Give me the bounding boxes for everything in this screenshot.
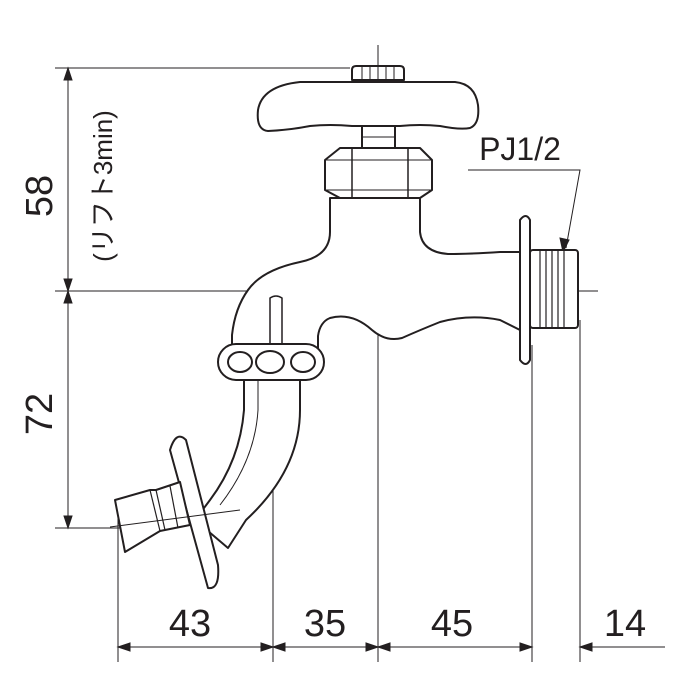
arrow-35-right — [365, 642, 380, 652]
thread-leader — [468, 169, 581, 254]
arrow-35-left — [271, 642, 286, 652]
dim-label-43: 43 — [169, 603, 211, 645]
hose-fitting — [114, 481, 191, 553]
fitting-centerline — [109, 509, 241, 528]
band-hole-right — [290, 351, 316, 373]
arrow-45-left — [376, 642, 391, 652]
faucet-main-body — [231, 197, 521, 351]
vertical-dimension-lines — [63, 66, 73, 530]
dim-label-45: 45 — [431, 603, 473, 645]
dim-label-14: 14 — [604, 603, 646, 645]
faucet-body — [114, 65, 579, 590]
dim-note-lift: (リフト3min) — [88, 110, 118, 262]
lower-flange — [169, 435, 220, 590]
arrow-72-bottom — [63, 515, 73, 530]
arrow-58-bottom — [63, 278, 73, 293]
arrow-58-top — [63, 66, 73, 81]
band-hole-center — [255, 350, 285, 374]
dim-label-72: 72 — [19, 393, 61, 435]
arrow-72-top — [63, 289, 73, 304]
hose-neck-inner — [219, 380, 259, 506]
thread-leader-line — [468, 169, 581, 249]
knob-cap-ridges — [361, 67, 395, 80]
dim-label-35: 35 — [304, 603, 346, 645]
wall-flange — [519, 215, 531, 365]
handle — [256, 81, 480, 132]
thread-lines — [539, 250, 565, 328]
thread-connector — [529, 249, 579, 329]
arrow-14-left — [578, 642, 593, 652]
arrow-43-right — [260, 642, 275, 652]
hose-neck — [194, 379, 301, 549]
dim-label-58: 58 — [19, 175, 61, 217]
thread-leader-arrow — [559, 237, 570, 254]
arrow-43-left — [116, 642, 131, 652]
thread-label: PJ1/2 — [479, 131, 561, 167]
band-hole-left — [227, 351, 253, 373]
horizontal-dimension-lines — [116, 642, 665, 652]
